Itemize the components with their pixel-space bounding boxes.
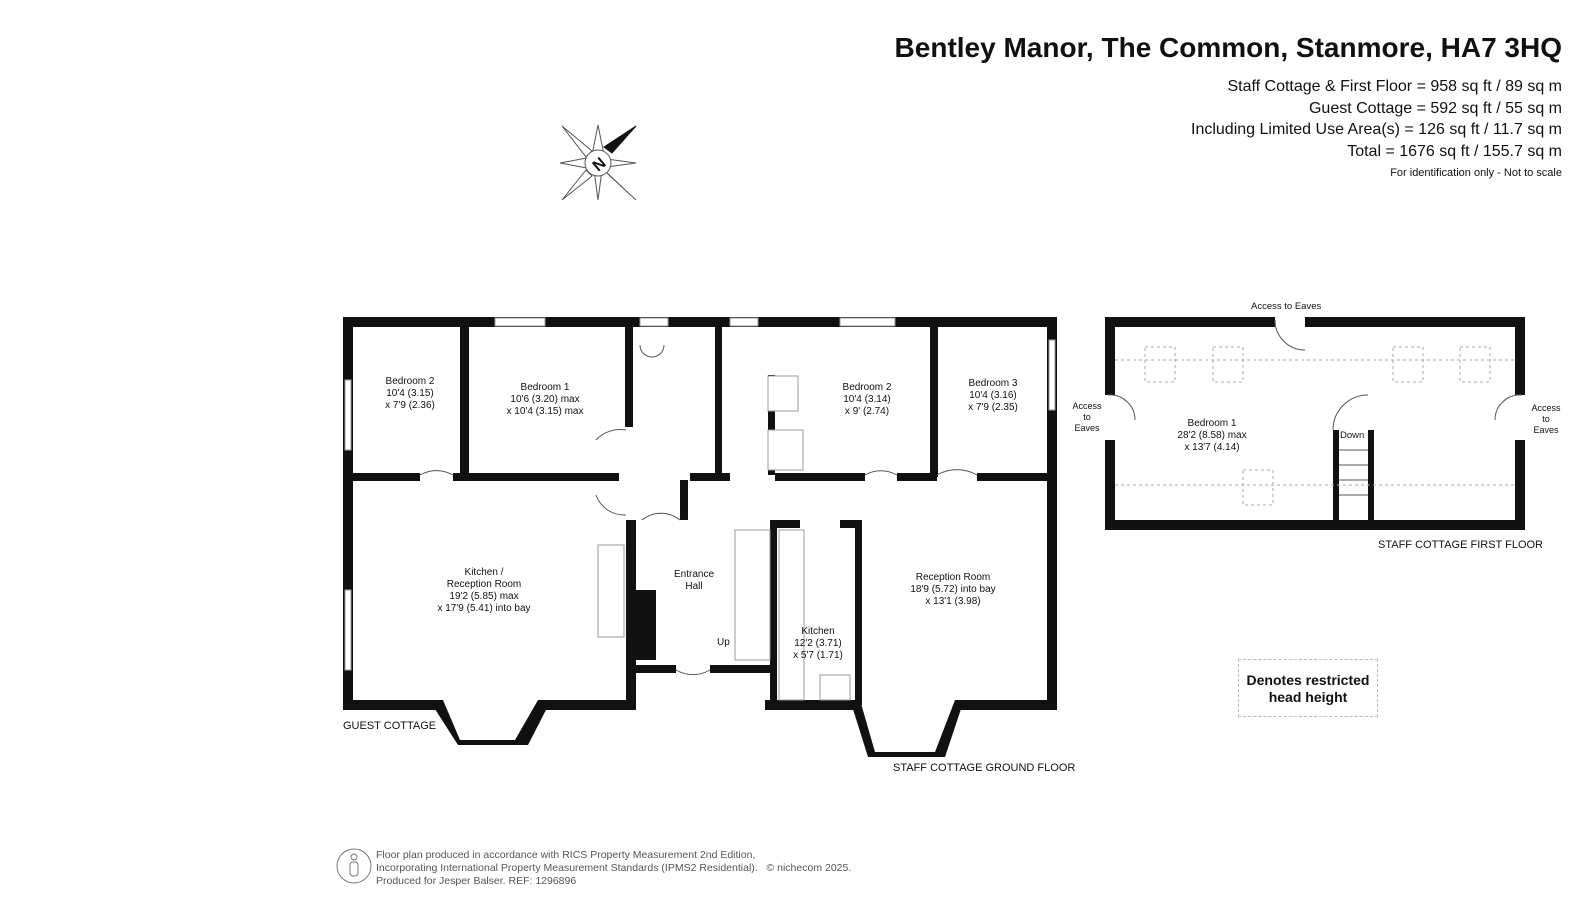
staff-first-floor-label: STAFF COTTAGE FIRST FLOOR (1378, 539, 1544, 551)
copyright: © nichecom 2025. (766, 862, 852, 874)
stairs-down-label: Down (1340, 430, 1365, 441)
ground-floor-walls (343, 317, 1057, 757)
first-floor-walls (1105, 317, 1525, 530)
area-line: Including Limited Use Area(s) = 126 sq f… (1191, 121, 1562, 138)
stairs-up-label: Up (717, 637, 730, 648)
guest-cottage-label: GUEST COTTAGE (343, 720, 437, 732)
area-line: Guest Cottage = 592 sq ft / 55 sq m (1308, 99, 1562, 117)
footer-text: Floor plan produced in accordance with R… (376, 849, 852, 887)
property-title: Bentley Manor, The Common, Stanmore, HA7… (894, 32, 1562, 63)
scale-note: For identification only - Not to scale (1390, 167, 1562, 179)
area-summary: Staff Cottage & First Floor = 958 sq ft … (1191, 76, 1562, 162)
footer-logo-icon (336, 848, 372, 884)
area-line: Staff Cottage & First Floor = 958 sq ft … (1227, 78, 1562, 95)
access-eaves-top: Access to Eaves (1251, 301, 1322, 312)
compass-icon (559, 124, 637, 201)
area-line: Total = 1676 sq ft / 155.7 sq m (1347, 142, 1562, 160)
staff-ground-floor-label: STAFF COTTAGE GROUND FLOOR (893, 762, 1076, 774)
